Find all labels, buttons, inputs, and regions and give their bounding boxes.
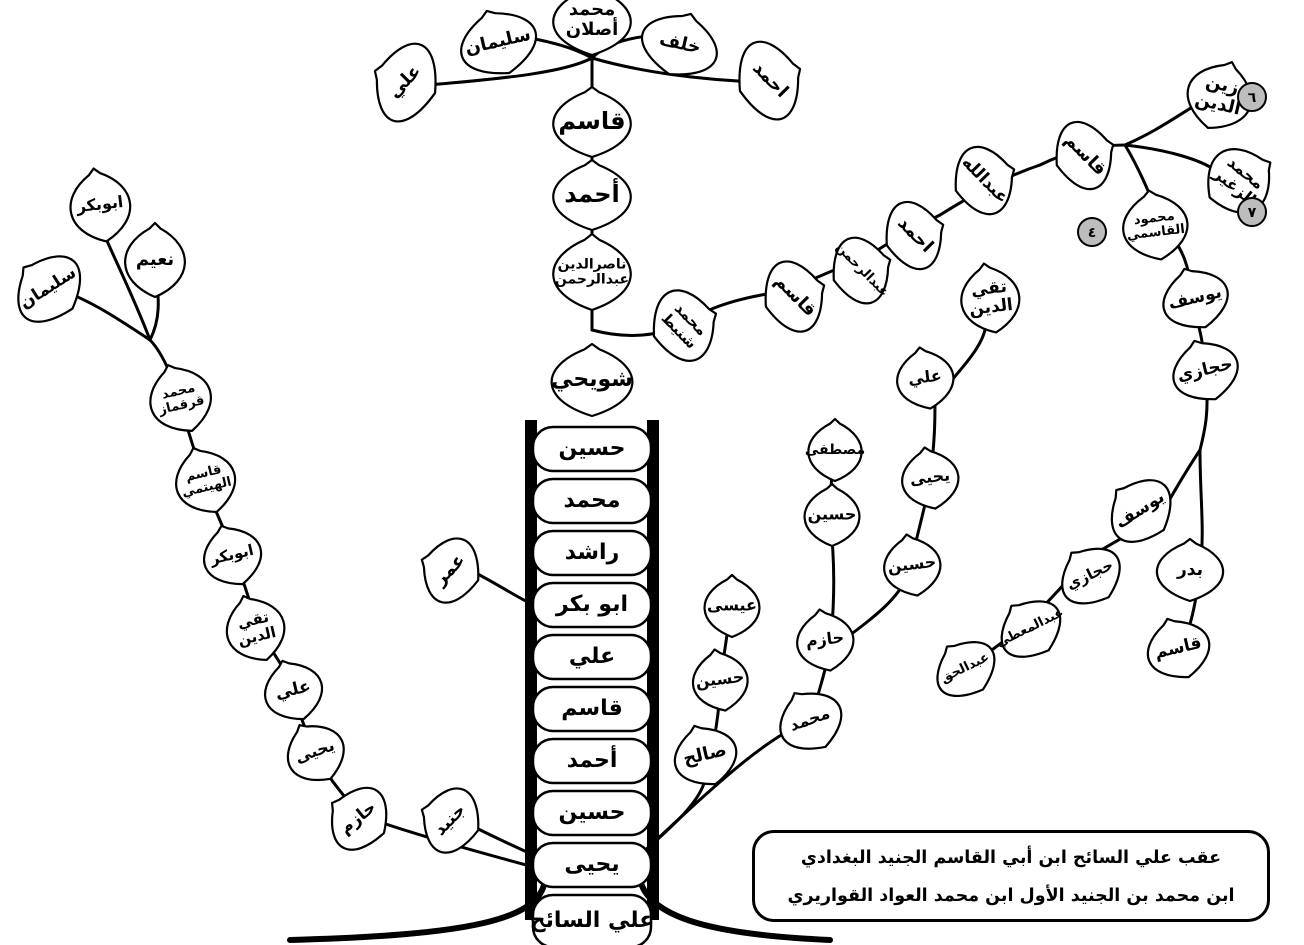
leaf-isa: عيسى bbox=[705, 575, 760, 637]
ladder-rung-label: قاسم bbox=[561, 696, 623, 721]
leaf-qasim-upper2: قاسم bbox=[1045, 112, 1125, 198]
leaf-abubakr-top: ابوبكر bbox=[64, 163, 136, 246]
leaf-qasim-far: قاسم bbox=[1138, 608, 1218, 688]
leaf-ahmad-crown: احمد bbox=[726, 31, 814, 129]
leaf-muhammad-mid: محمد bbox=[767, 677, 854, 763]
leaf-label: شويحي bbox=[551, 367, 633, 392]
leaf-label: حسين bbox=[808, 505, 857, 524]
leaf-abdalmuti: عبدالمعطي bbox=[983, 582, 1077, 674]
leaf-yahya-mid: يحيى bbox=[897, 443, 963, 514]
ladder-rung-label: حسين bbox=[558, 800, 625, 825]
leaf-umar: عمر bbox=[410, 529, 489, 612]
leaf-label: بدر bbox=[1176, 560, 1203, 580]
leaf-badr: بدر bbox=[1157, 539, 1223, 601]
leaf-abdallah: عبدالله bbox=[944, 137, 1026, 223]
leaf-khalaf: خلف bbox=[633, 1, 728, 88]
ladder-rung-label: علي bbox=[569, 644, 615, 669]
leaf-taqi-aldin-mid: تقيالدين bbox=[955, 258, 1024, 337]
leaf-yahya-left: يحيى bbox=[274, 711, 355, 794]
leaf-husayn-mid-2: حسين bbox=[879, 530, 945, 601]
leaf-salih: صالح bbox=[665, 715, 745, 795]
leaf-yusuf-1: يوسف bbox=[1153, 258, 1236, 339]
leaf-label: نعيم bbox=[136, 249, 174, 270]
leaf-label: مصطفى bbox=[805, 442, 865, 458]
leaf-qasim-center: قاسم bbox=[553, 87, 631, 157]
ladder-rung-label: علي السائح bbox=[530, 908, 655, 933]
caption-line-1: عقب علي السائح ابن أبي القاسم الجنيد الب… bbox=[755, 839, 1267, 877]
number-badge: ٧ bbox=[1238, 198, 1266, 226]
leaf-ali-left: علي bbox=[255, 651, 331, 729]
leaf-qasim-haytami: قاسمالهيتمي bbox=[165, 438, 244, 522]
leaf-muhammad-qarqamaz: محمدقرقماز bbox=[139, 355, 221, 442]
leaf-nuaym: نعيم bbox=[125, 223, 185, 297]
leaf-mustafa: مصطفى bbox=[805, 419, 865, 481]
leaf-ahmad-center: أحمد bbox=[553, 160, 631, 230]
badge-label: ٤ bbox=[1088, 225, 1097, 241]
number-badge: ٦ bbox=[1238, 83, 1266, 111]
leaf-shwaihi: شويحي bbox=[551, 344, 633, 416]
number-badge: ٤ bbox=[1078, 218, 1106, 246]
leaf-label: ناصرالدينعبدالرحمن bbox=[555, 256, 629, 287]
leaf-hazim-left: حازم bbox=[315, 774, 400, 861]
leaf-ali-crown: علي bbox=[361, 33, 449, 131]
caption-box: عقب علي السائح ابن أبي القاسم الجنيد الب… bbox=[752, 830, 1270, 922]
leaf-label: قاسم bbox=[558, 107, 625, 135]
ladder-rung-label: محمد bbox=[564, 488, 621, 513]
leaf-muhammad-shnait: محمدشنيط bbox=[642, 280, 729, 371]
leaf-husayn-mid-1: حسين bbox=[805, 484, 860, 546]
leaf-yusuf-2: يوسف bbox=[1094, 463, 1186, 556]
leaf-qasim-upper: قاسم bbox=[753, 251, 836, 340]
leaf-abubakr-left: ابوبكر bbox=[194, 516, 270, 594]
leaf-sulayman-left: سليمان bbox=[0, 239, 96, 337]
caption-line-2: ابن محمد بن الجنيد الأول ابن محمد العواد… bbox=[755, 877, 1267, 915]
badge-label: ٦ bbox=[1248, 90, 1257, 106]
leaf-hijazi-1: حجازي bbox=[1163, 330, 1246, 411]
leaf-hijazi-2: حجازي bbox=[1047, 532, 1134, 618]
ladder-rung-label: يحيى bbox=[564, 852, 619, 877]
leaf-ali-mid: علي bbox=[892, 343, 958, 414]
leaf-label: أحمد bbox=[564, 178, 619, 208]
ladder-trunk: حسين محمد راشد ابو بكر علي قاسم أحمد حسين يحيى عل… bbox=[525, 420, 659, 945]
badge-label: ٧ bbox=[1248, 205, 1257, 221]
leaf-husayn-near: حسين bbox=[688, 645, 753, 716]
leaf-junayd: جنيد bbox=[410, 779, 489, 862]
leaf-hazim-mid: حازم bbox=[792, 605, 858, 676]
ladder-rung-label: راشد bbox=[565, 540, 620, 565]
ladder-rung-label: حسين bbox=[558, 436, 625, 461]
ladder-rung-label: ابو بكر bbox=[555, 592, 628, 617]
leaf-label: عيسى bbox=[707, 596, 757, 615]
leaf-taqi-aldin-left: تقيالدين bbox=[216, 586, 294, 670]
ladder-rung-label: أحمد bbox=[567, 744, 618, 773]
